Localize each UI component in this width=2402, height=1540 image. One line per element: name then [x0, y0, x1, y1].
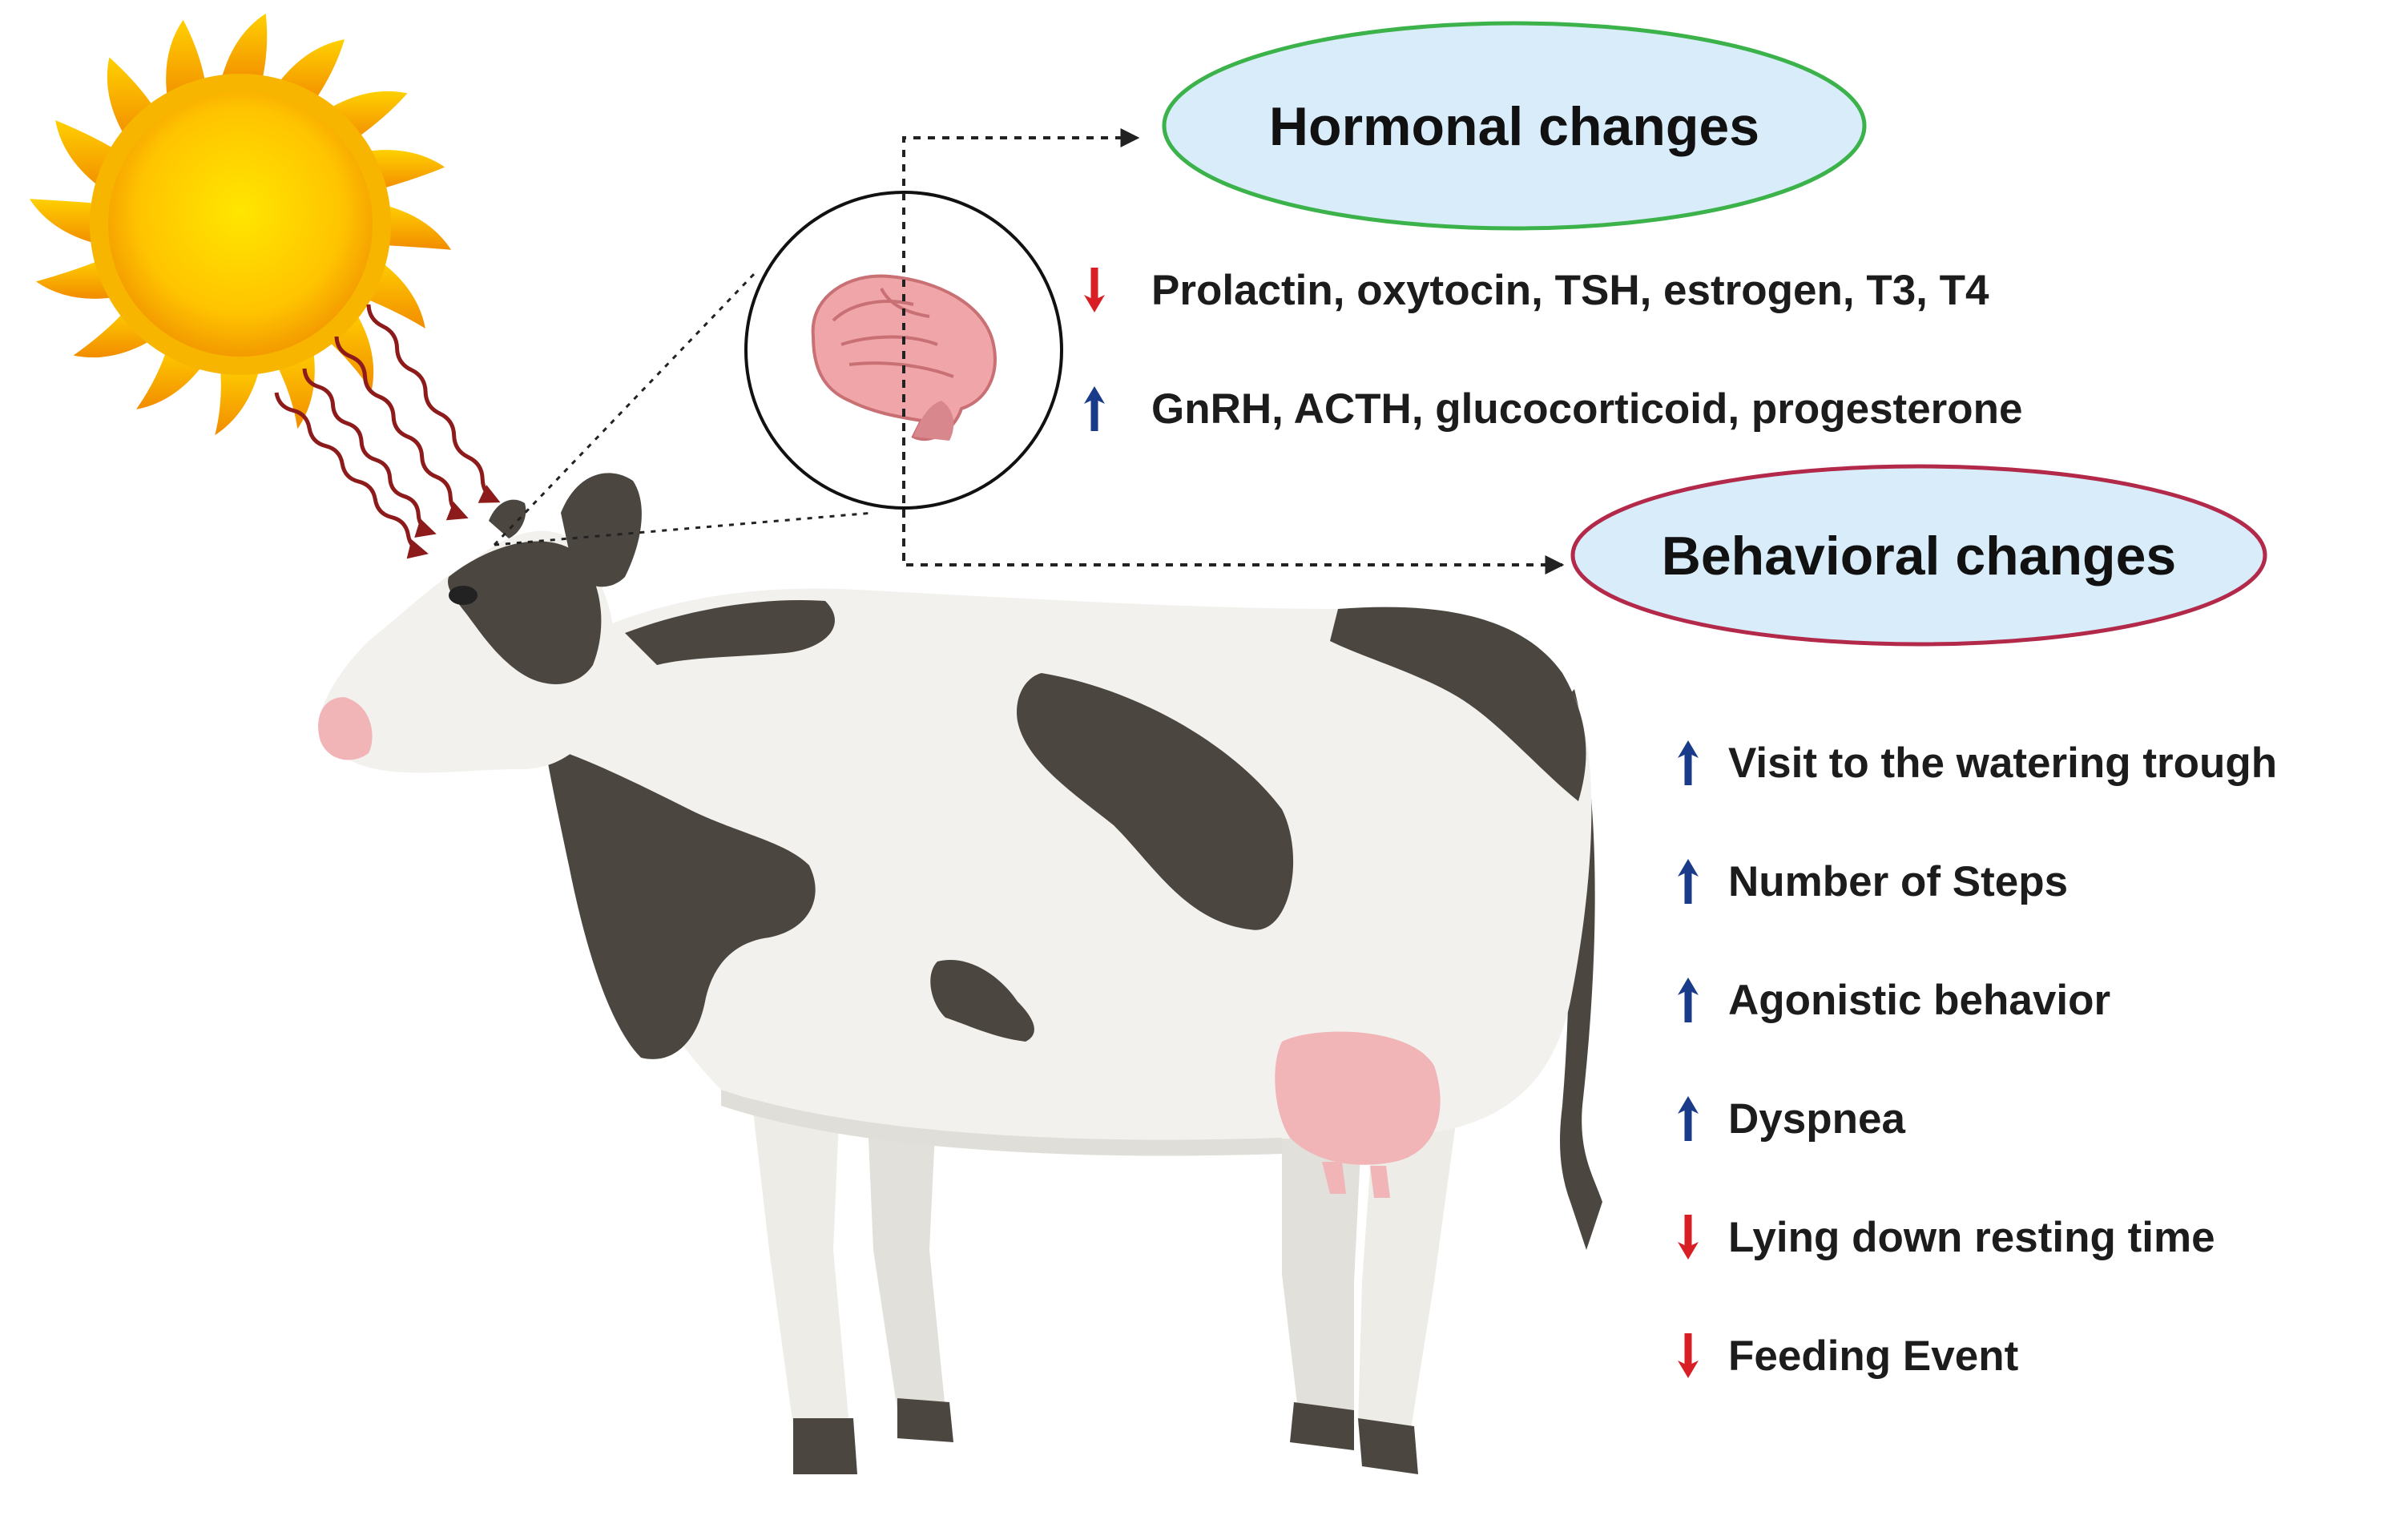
increase-arrow-icon [1084, 386, 1105, 431]
behavioral-item: Feeding Event [1678, 1332, 2018, 1380]
hormonal-item: Prolactin, oxytocin, TSH, estrogen, T3, … [1084, 267, 1989, 314]
behavioral-item-label: Number of Steps [1728, 858, 2068, 905]
sun-ray [379, 204, 452, 250]
cow-ear [561, 473, 642, 587]
cow-front-leg [745, 1042, 849, 1426]
dashed-connectors [902, 128, 1565, 574]
behavioral-item: Lying down resting time [1678, 1214, 2215, 1261]
behavioral-title: Behavioral changes [1662, 526, 2176, 587]
increase-arrow-icon [1678, 978, 1699, 1022]
cow-front-leg [865, 1066, 945, 1410]
decrease-arrow-icon [1678, 1215, 1699, 1260]
sun-ray [215, 363, 261, 436]
cow-body [521, 588, 1592, 1142]
hormonal-item-label: Prolactin, oxytocin, TSH, estrogen, T3, … [1151, 267, 1989, 314]
behavioral-item-label: Dyspnea [1728, 1095, 1905, 1143]
hormonal-title: Hormonal changes [1269, 96, 1759, 157]
behavioral-title-ellipse [1570, 464, 2267, 647]
decrease-arrow-icon [1084, 268, 1105, 312]
increase-arrow-icon [1678, 1096, 1699, 1141]
cow-spot [625, 600, 835, 665]
behavioral-item-label: Visit to the watering trough [1728, 740, 2277, 787]
behavioral-item: Dyspnea [1678, 1095, 1905, 1143]
heat-ray-arrow [366, 304, 501, 503]
behavioral-item-label: Feeding Event [1728, 1332, 2018, 1380]
cow-eye [449, 586, 478, 605]
behavioral-item: Agonistic behavior [1678, 977, 2110, 1024]
behavioral-item: Visit to the watering trough [1678, 740, 2277, 787]
behavioral-item: Number of Steps [1678, 858, 2068, 905]
increase-arrow-icon [1678, 740, 1699, 785]
behavioral-item-label: Lying down resting time [1728, 1214, 2215, 1261]
heat-ray-arrow [302, 368, 437, 538]
hormonal-item-label: GnRH, ACTH, glucocorticoid, progesterone [1151, 385, 2023, 433]
sun-ray [220, 13, 268, 86]
connector-to-behavioral [902, 337, 1565, 574]
zoom-line [494, 511, 874, 546]
decrease-arrow-icon [1678, 1333, 1699, 1378]
behavioral-changes-section: Behavioral changes Visit to the watering… [1570, 464, 2277, 1380]
sun-icon [29, 13, 452, 436]
cow-spot [930, 960, 1034, 1042]
heat-ray-arrows [274, 304, 501, 559]
cow-head-patch [448, 541, 602, 684]
cow-muzzle [318, 697, 373, 760]
heat-ray-arrow [274, 392, 429, 559]
cow-spot [1017, 673, 1294, 930]
behavioral-item-label: Agonistic behavior [1728, 977, 2110, 1024]
cow-udder [1275, 1031, 1441, 1165]
increase-arrow-icon [1678, 859, 1699, 904]
hormonal-title-ellipse [1162, 21, 1867, 231]
cow-spot [1330, 607, 1586, 801]
hormonal-changes-section: Hormonal changes Prolactin, oxytocin, TS… [1084, 21, 2023, 433]
heat-ray-arrow [334, 336, 469, 521]
connector-to-hormonal [902, 128, 1140, 561]
hormonal-item: GnRH, ACTH, glucocorticoid, progesterone [1084, 385, 2023, 433]
zoom-line [493, 271, 757, 546]
sun-ray [29, 199, 102, 245]
cow-spot [545, 745, 816, 1059]
cow-illustration [318, 473, 1602, 1474]
